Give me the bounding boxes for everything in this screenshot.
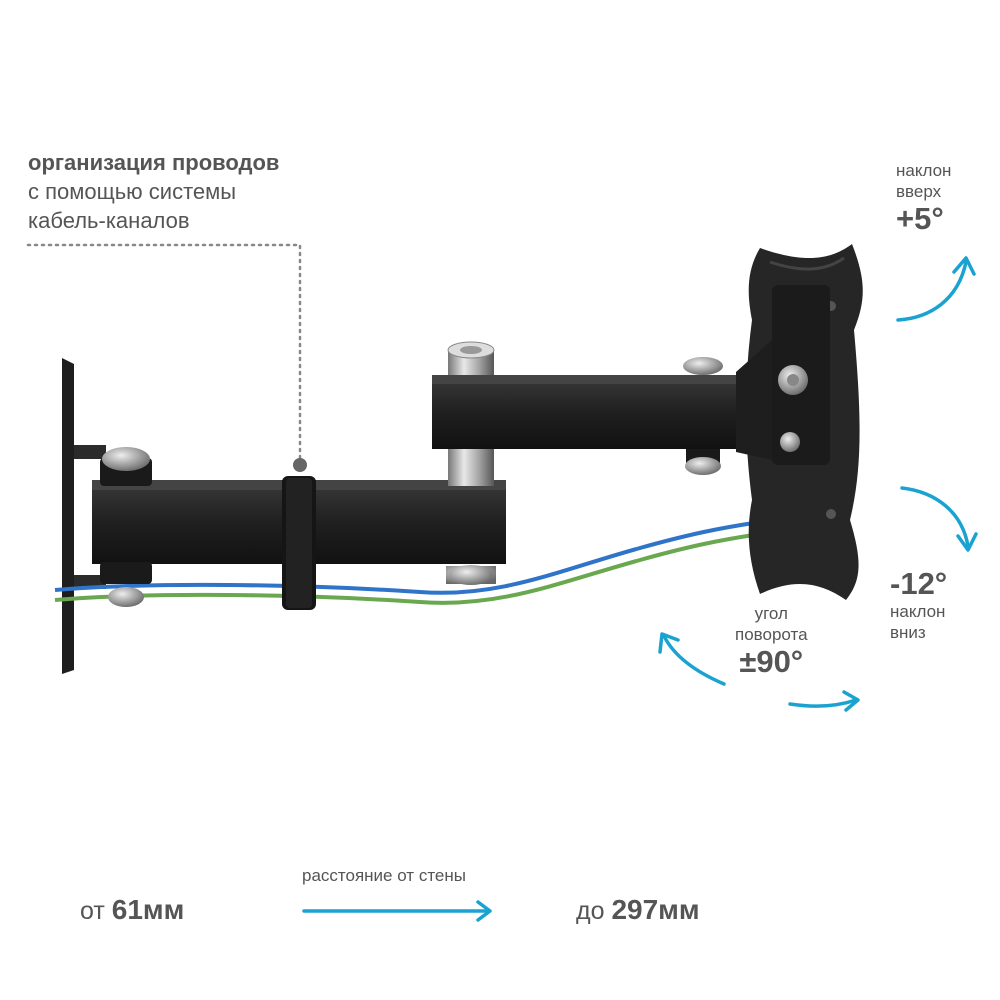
distance-to: до 297мм <box>576 894 700 926</box>
distance-from-value: 61мм <box>111 894 185 925</box>
tilt-down-arrow <box>900 486 970 548</box>
wall-plate <box>62 358 106 674</box>
cable-management-caption: организация проводов с помощью системы к… <box>28 148 279 235</box>
rotation-line1: угол <box>754 604 788 623</box>
tilt-up-value: +5° <box>896 201 944 236</box>
tv-head-plate <box>736 244 863 600</box>
distance-from-prefix: от <box>80 897 105 925</box>
leader-dot <box>293 458 307 472</box>
distance-to-value: 297мм <box>611 894 700 925</box>
cable-caption-line3: кабель-каналов <box>28 208 190 233</box>
tilt-up-line2: вверх <box>896 182 942 201</box>
tilt-up-line1: наклон <box>896 161 952 180</box>
rotation-value: ±90° <box>739 644 804 679</box>
tilt-up-label: наклон вверх +5° <box>896 160 951 236</box>
leader-line <box>26 243 302 464</box>
rotation-right-arrow <box>788 698 858 708</box>
tilt-down-line1: наклон <box>890 602 946 621</box>
distance-caption: расстояние от стены <box>302 866 466 885</box>
rotation-line2: поворота <box>735 625 808 644</box>
distance-from: от 61мм <box>80 894 184 926</box>
upper-arm <box>432 357 772 475</box>
cable-blue <box>54 520 761 595</box>
cable-caption-line1: организация проводов <box>28 150 280 175</box>
tilt-down-value: -12° <box>890 566 948 601</box>
lower-arm <box>92 447 506 610</box>
distance-to-prefix: до <box>576 897 605 925</box>
tilt-up-arrow <box>896 260 968 322</box>
rotation-label: угол поворота ±90° <box>735 603 808 679</box>
cable-caption-line2: с помощью системы <box>28 179 237 204</box>
cable-green <box>54 532 761 605</box>
rotation-left-arrow <box>662 634 726 686</box>
tilt-down-label: -12° наклон вниз <box>890 567 947 643</box>
tilt-down-line2: вниз <box>890 623 926 642</box>
